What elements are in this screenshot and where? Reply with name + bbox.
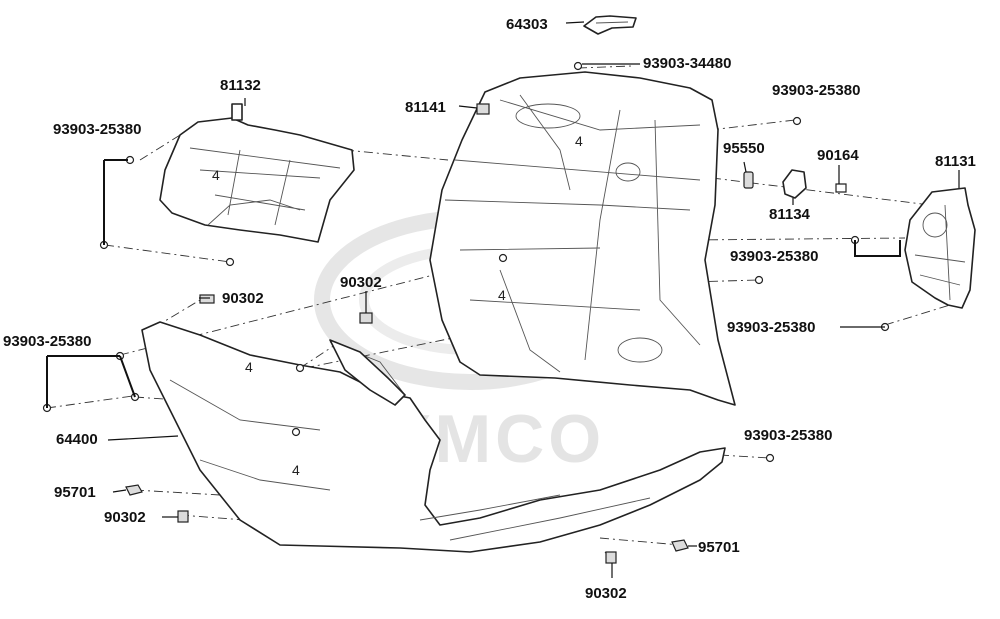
label-93903-25380-bottom-right: 93903-25380 <box>744 427 832 444</box>
label-90302-center: 90302 <box>340 274 382 291</box>
nut <box>671 539 689 552</box>
clip <box>199 294 215 304</box>
label-81134: 81134 <box>769 206 811 223</box>
label-64303: 64303 <box>506 16 548 33</box>
label-95550: 95550 <box>723 140 765 157</box>
label-93903-25380-top-left: 93903-25380 <box>53 121 141 138</box>
screw <box>765 453 775 463</box>
label-93903-25380-lower-right: 93903-25380 <box>727 319 815 336</box>
screw <box>225 257 235 267</box>
part-81134-shape <box>782 169 807 199</box>
label-90164: 90164 <box>817 147 859 164</box>
label-95701-right: 95701 <box>698 539 740 556</box>
label-93903-25380-top-right: 93903-25380 <box>772 82 860 99</box>
quantity-markers: 4 4 4 4 4 <box>212 133 583 478</box>
part-64303-shape <box>583 15 637 35</box>
qty-lower-upper: 4 <box>245 359 253 375</box>
screw <box>498 253 508 263</box>
label-90302-bottom: 90302 <box>585 585 627 602</box>
clip <box>605 551 617 564</box>
label-90302-left: 90302 <box>222 290 264 307</box>
qty-inner-mid: 4 <box>498 287 506 303</box>
screw <box>291 427 301 437</box>
label-64400: 64400 <box>56 431 98 448</box>
label-93903-25380-left: 93903-25380 <box>3 333 91 350</box>
label-93903-34480: 93903-34480 <box>643 55 731 72</box>
clip <box>359 312 373 324</box>
part-64400-shape <box>141 321 726 553</box>
part-81141-shape <box>429 71 736 406</box>
leader-lines <box>107 21 960 578</box>
part-labels: 64303 93903-34480 81132 93903-25380 8114… <box>3 16 976 602</box>
screws <box>42 61 890 564</box>
label-81132: 81132 <box>220 77 261 94</box>
screw <box>573 61 583 71</box>
nut <box>125 484 143 496</box>
part-90164-shape <box>835 183 847 193</box>
qty-inner-top: 4 <box>575 133 583 149</box>
part-81131-shape <box>904 187 976 309</box>
screw <box>754 275 764 285</box>
screw <box>792 116 802 126</box>
part-95550-shape <box>743 171 754 189</box>
screw-brackets <box>46 159 901 408</box>
label-81131: 81131 <box>935 153 976 170</box>
clip <box>177 510 189 523</box>
qty-left-panel: 4 <box>212 167 220 183</box>
part-81132-shape <box>159 103 355 243</box>
label-95701-left: 95701 <box>54 484 96 501</box>
label-93903-25380-mid-right: 93903-25380 <box>730 248 818 265</box>
screw <box>295 363 305 373</box>
qty-lower-lower: 4 <box>292 462 300 478</box>
label-90302-lower-left: 90302 <box>104 509 146 526</box>
label-81141: 81141 <box>405 99 446 116</box>
small-hardware-right <box>743 169 847 199</box>
